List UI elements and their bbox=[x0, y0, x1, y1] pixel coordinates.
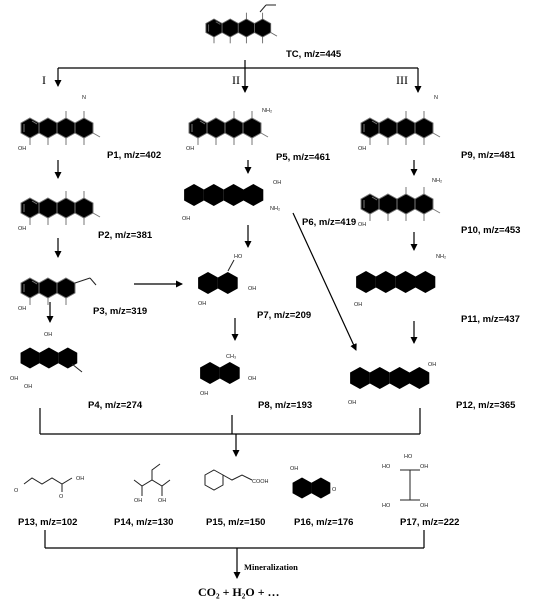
p17-label: P17, m/z=222 bbox=[400, 517, 459, 528]
p9-label: P9, m/z=481 bbox=[461, 150, 516, 161]
svg-text:OH: OH bbox=[358, 146, 366, 152]
svg-text:O: O bbox=[59, 494, 64, 500]
svg-text:HO: HO bbox=[382, 464, 391, 470]
svg-text:OH: OH bbox=[248, 286, 256, 292]
final-products: CO₂ + H₂O + … bbox=[198, 585, 280, 599]
p16-structure: OH O bbox=[290, 466, 337, 506]
p2-label: P2, m/z=381 bbox=[98, 230, 153, 241]
svg-text:OH: OH bbox=[182, 216, 190, 222]
svg-text:OH: OH bbox=[200, 391, 208, 397]
p17-structure: HO OH HO OH HO bbox=[382, 454, 428, 509]
p5-label: P5, m/z=461 bbox=[276, 152, 331, 163]
p13-label: P13, m/z=102 bbox=[18, 517, 77, 528]
p8-label: P8, m/z=193 bbox=[258, 400, 312, 411]
p5-structure: OH NH₂ bbox=[186, 108, 272, 152]
svg-text:NH₂: NH₂ bbox=[436, 254, 446, 260]
p2-structure: OH bbox=[18, 190, 101, 232]
p6-label: P6, m/z=419 bbox=[302, 217, 356, 228]
p6-structure: OH NH₂ OH bbox=[182, 176, 281, 222]
svg-text:OH: OH bbox=[44, 332, 52, 338]
svg-text:N: N bbox=[434, 95, 438, 101]
p14-structure: OH OH bbox=[133, 463, 171, 504]
svg-text:HO: HO bbox=[404, 454, 413, 460]
svg-text:OH: OH bbox=[420, 464, 428, 470]
p1-label: P1, m/z=402 bbox=[107, 150, 161, 161]
p9-structure: OH N bbox=[358, 95, 441, 152]
p11-structure: OH NH₂ bbox=[354, 254, 446, 308]
pathway-ii-label: II bbox=[232, 73, 240, 87]
p7-structure: HO OH OH bbox=[198, 254, 256, 307]
svg-text:O: O bbox=[332, 487, 337, 493]
p10-structure: OH NH₂ bbox=[358, 178, 442, 228]
svg-text:OH: OH bbox=[10, 376, 18, 382]
svg-text:NH₂: NH₂ bbox=[432, 178, 442, 184]
p16-label: P16, m/z=176 bbox=[294, 517, 353, 528]
svg-text:OH: OH bbox=[198, 301, 206, 307]
p15-structure: COOH bbox=[204, 469, 269, 491]
svg-text:NH₂: NH₂ bbox=[270, 206, 280, 212]
tc-structure bbox=[205, 4, 278, 44]
p4-label: P4, m/z=274 bbox=[88, 400, 143, 411]
svg-text:O: O bbox=[14, 488, 19, 494]
svg-text:OH: OH bbox=[18, 146, 26, 152]
svg-text:OH: OH bbox=[290, 466, 298, 472]
svg-text:COOH: COOH bbox=[252, 479, 269, 485]
svg-text:OH: OH bbox=[354, 302, 362, 308]
svg-text:NH₂: NH₂ bbox=[262, 108, 272, 114]
svg-text:OH: OH bbox=[273, 180, 281, 186]
svg-text:OH: OH bbox=[158, 498, 166, 504]
svg-text:OH: OH bbox=[348, 400, 356, 406]
p12-label: P12, m/z=365 bbox=[456, 400, 516, 411]
svg-text:N: N bbox=[82, 95, 86, 101]
connector-lines bbox=[39, 60, 425, 579]
p14-label: P14, m/z=130 bbox=[114, 517, 173, 528]
p8-structure: CH₃ OH OH bbox=[200, 354, 256, 397]
p13-structure: O OH O bbox=[14, 476, 84, 500]
svg-text:OH: OH bbox=[428, 362, 436, 368]
p1-structure: OH N bbox=[18, 95, 101, 152]
mineralization-label: Mineralization bbox=[244, 562, 298, 572]
p4-structure: OH OH OH bbox=[10, 332, 83, 390]
svg-text:CH₃: CH₃ bbox=[226, 354, 236, 360]
svg-text:OH: OH bbox=[24, 384, 32, 390]
p15-label: P15, m/z=150 bbox=[206, 517, 265, 528]
svg-text:OH: OH bbox=[76, 476, 84, 482]
p3-label: P3, m/z=319 bbox=[93, 306, 147, 317]
p10-label: P10, m/z=453 bbox=[461, 225, 520, 236]
pathway-i-label: I bbox=[42, 73, 46, 87]
svg-text:HO: HO bbox=[382, 503, 391, 509]
svg-text:OH: OH bbox=[420, 503, 428, 509]
svg-text:OH: OH bbox=[18, 226, 26, 232]
p11-label: P11, m/z=437 bbox=[461, 314, 520, 325]
p3-structure: OH bbox=[18, 277, 97, 312]
pathway-iii-label: III bbox=[396, 73, 408, 87]
tc-label: TC, m/z=445 bbox=[286, 49, 342, 60]
svg-text:HO: HO bbox=[234, 254, 243, 260]
svg-text:OH: OH bbox=[358, 222, 366, 228]
svg-text:OH: OH bbox=[248, 376, 256, 382]
svg-text:OH: OH bbox=[134, 498, 142, 504]
p12-structure: OH OH bbox=[348, 359, 437, 406]
svg-text:OH: OH bbox=[186, 146, 194, 152]
svg-text:OH: OH bbox=[18, 306, 26, 312]
p7-label: P7, m/z=209 bbox=[257, 310, 311, 321]
